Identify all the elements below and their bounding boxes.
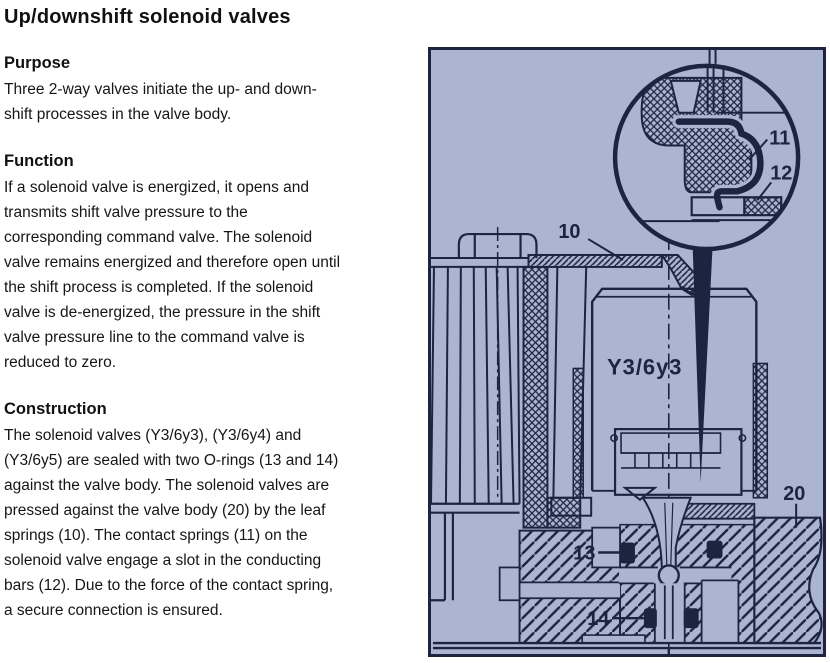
oring-13-left bbox=[620, 542, 635, 564]
section-function: Function If a solenoid valve is energize… bbox=[4, 152, 420, 375]
leaf-spring bbox=[527, 253, 708, 297]
section-function-heading: Function bbox=[4, 152, 74, 170]
solenoid-diagram-panel: Y3/6y3 bbox=[428, 47, 826, 657]
page-title: Up/downshift solenoid valves bbox=[4, 6, 291, 28]
section-construction-body: The solenoid valves (Y3/6y3), (Y3/6y4) a… bbox=[4, 427, 339, 619]
magnifier-inset: 11 12 bbox=[612, 50, 801, 252]
callout-20: 20 bbox=[783, 483, 805, 505]
section-construction-heading: Construction bbox=[4, 400, 107, 418]
oring-14-left bbox=[643, 608, 657, 629]
oring-14-right bbox=[683, 608, 699, 629]
solenoid-valve-diagram: Y3/6y3 bbox=[431, 50, 823, 654]
callout-10: 10 bbox=[558, 221, 580, 243]
callout-11: 11 bbox=[769, 128, 790, 150]
solenoid-body: Y3/6y3 bbox=[590, 234, 758, 654]
section-function-body: If a solenoid valve is energized, it ope… bbox=[4, 179, 341, 371]
bolt-and-coil-assembly bbox=[431, 227, 769, 602]
oring-13-right bbox=[706, 540, 723, 559]
component-label: Y3/6y3 bbox=[607, 354, 682, 379]
section-purpose-heading: Purpose bbox=[4, 54, 71, 72]
conducting-bar bbox=[743, 196, 783, 217]
article-column: Up/downshift solenoid valves Purpose Thr… bbox=[4, 6, 420, 623]
diagram-callouts: 10 13 14 20 bbox=[558, 221, 805, 630]
section-purpose: Purpose Three 2-way valves initiate the … bbox=[4, 54, 420, 127]
valve-body-section bbox=[432, 496, 823, 654]
section-purpose-body: Three 2-way valves initiate the up- and … bbox=[4, 81, 317, 123]
callout-12: 12 bbox=[770, 162, 792, 184]
callout-14: 14 bbox=[587, 608, 609, 630]
contact-spring bbox=[675, 118, 764, 211]
section-construction: Construction The solenoid valves (Y3/6y3… bbox=[4, 400, 420, 623]
lens-pointer-wedge bbox=[692, 247, 713, 483]
callout-13: 13 bbox=[573, 542, 595, 564]
connector-block bbox=[610, 428, 747, 502]
